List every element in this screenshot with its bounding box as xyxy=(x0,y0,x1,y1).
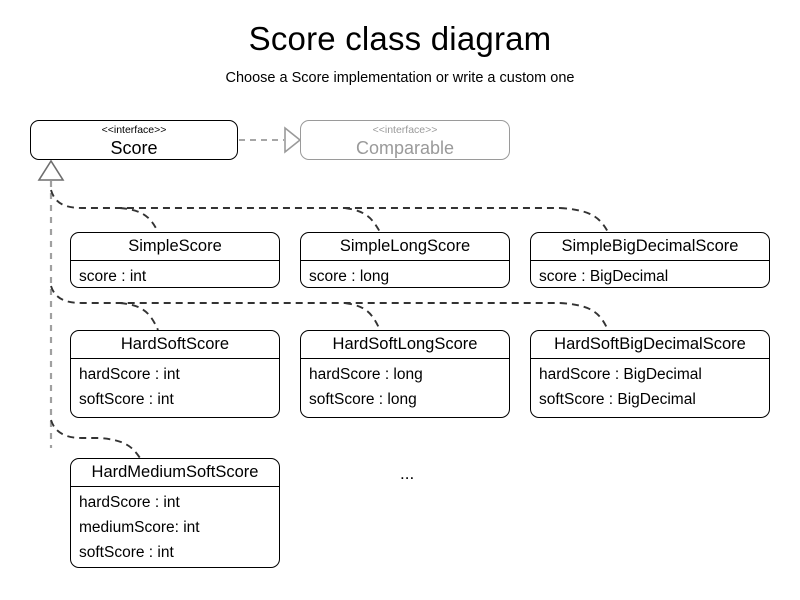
stereotype-label: <<interface>> xyxy=(372,124,438,136)
class-attribute: hardScore : BigDecimal xyxy=(539,366,702,383)
interface-name: Comparable xyxy=(355,138,455,158)
class-attribute: hardScore : long xyxy=(309,366,423,383)
class-attributes: hardScore : BigDecimal softScore : BigDec… xyxy=(531,359,769,412)
branch-row-1 xyxy=(50,189,609,233)
class-attributes: hardScore : long softScore : long xyxy=(301,359,509,412)
class-attribute: softScore : int xyxy=(79,544,174,561)
class-attribute: hardScore : int xyxy=(79,366,180,383)
interface-box-comparable[interactable]: <<interface>> Comparable xyxy=(300,120,510,160)
class-attribute: score : long xyxy=(309,268,390,285)
realization-score-comparable xyxy=(239,126,302,154)
class-attribute: softScore : int xyxy=(79,391,174,408)
class-name: HardMediumSoftScore xyxy=(71,459,279,487)
more-classes-ellipsis: ... xyxy=(400,464,415,483)
class-box-hardsoftlongscore[interactable]: HardSoftLongScore hardScore : long softSco… xyxy=(300,330,510,418)
class-box-simplebigdecimalscore[interactable]: SimpleBigDecimalScore score : BigDecimal xyxy=(530,232,770,288)
class-attributes: score : long xyxy=(301,261,509,287)
interface-box-score[interactable]: <<interface>> Score xyxy=(30,120,238,160)
class-attribute: mediumScore: int xyxy=(79,519,200,536)
class-name: SimpleScore xyxy=(71,233,279,261)
class-attributes: hardScore : int mediumScore: int softScore… xyxy=(71,487,279,565)
class-name: HardSoftLongScore xyxy=(301,331,509,359)
class-name: SimpleBigDecimalScore xyxy=(531,233,769,261)
class-attribute: hardScore : int xyxy=(79,494,180,511)
class-attribute: score : BigDecimal xyxy=(539,268,669,285)
interface-name: Score xyxy=(110,138,158,158)
class-box-simplelongscore[interactable]: SimpleLongScore score : long xyxy=(300,232,510,288)
generalization-triangle xyxy=(37,159,65,181)
class-name: HardSoftBigDecimalScore xyxy=(531,331,769,359)
page-subtitle: Choose a Score implementation or write a… xyxy=(225,70,575,86)
class-attributes: hardScore : int softScore : int xyxy=(71,359,279,412)
class-box-hardsoftscore[interactable]: HardSoftScore hardScore : int softScore : … xyxy=(70,330,280,418)
class-attribute: softScore : long xyxy=(309,391,417,408)
class-name: SimpleLongScore xyxy=(301,233,509,261)
branch-row-3 xyxy=(50,419,141,459)
class-attribute: score : int xyxy=(79,268,147,285)
stereotype-label: <<interface>> xyxy=(101,124,167,136)
class-name: HardSoftScore xyxy=(71,331,279,359)
page-title: Score class diagram xyxy=(248,20,552,57)
branch-row-2 xyxy=(50,285,609,331)
class-attributes: score : int xyxy=(71,261,279,287)
class-attributes: score : BigDecimal xyxy=(531,261,769,287)
class-attribute: softScore : BigDecimal xyxy=(539,391,696,408)
class-box-simplescore[interactable]: SimpleScore score : int xyxy=(70,232,280,288)
class-box-hardmediumsoftscore[interactable]: HardMediumSoftScore hardScore : int medium… xyxy=(70,458,280,568)
